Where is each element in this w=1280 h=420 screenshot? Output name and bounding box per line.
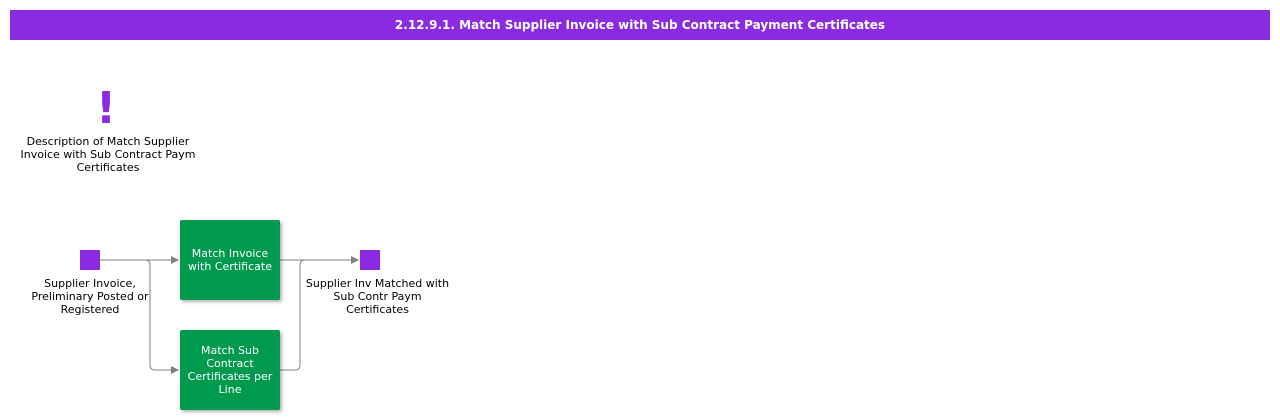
- task-label: Match Sub Contract Certificates per Line: [187, 344, 273, 396]
- connector-start-to-task-2: [144, 259, 179, 374]
- task-match-sub-contract-certificates-per-line[interactable]: Match Sub Contract Certificates per Line: [180, 330, 280, 410]
- end-event[interactable]: [360, 250, 380, 270]
- exclamation-icon[interactable]: !: [96, 83, 117, 134]
- description-label[interactable]: Description of Match Supplier Invoice wi…: [20, 135, 196, 174]
- diagram-title: 2.12.9.1. Match Supplier Invoice with Su…: [394, 18, 886, 32]
- start-event-label: Supplier Invoice, Preliminary Posted or …: [31, 277, 149, 316]
- diagram-title-bar: 2.12.9.1. Match Supplier Invoice with Su…: [10, 10, 1270, 40]
- task-label: Match Invoice with Certificate: [188, 247, 272, 273]
- start-event[interactable]: [80, 250, 100, 270]
- task-match-invoice-with-certificate[interactable]: Match Invoice with Certificate: [180, 220, 280, 300]
- end-event-label: Supplier Inv Matched with Sub Contr Paym…: [305, 277, 450, 316]
- connector-task-2-to-end: [280, 259, 306, 371]
